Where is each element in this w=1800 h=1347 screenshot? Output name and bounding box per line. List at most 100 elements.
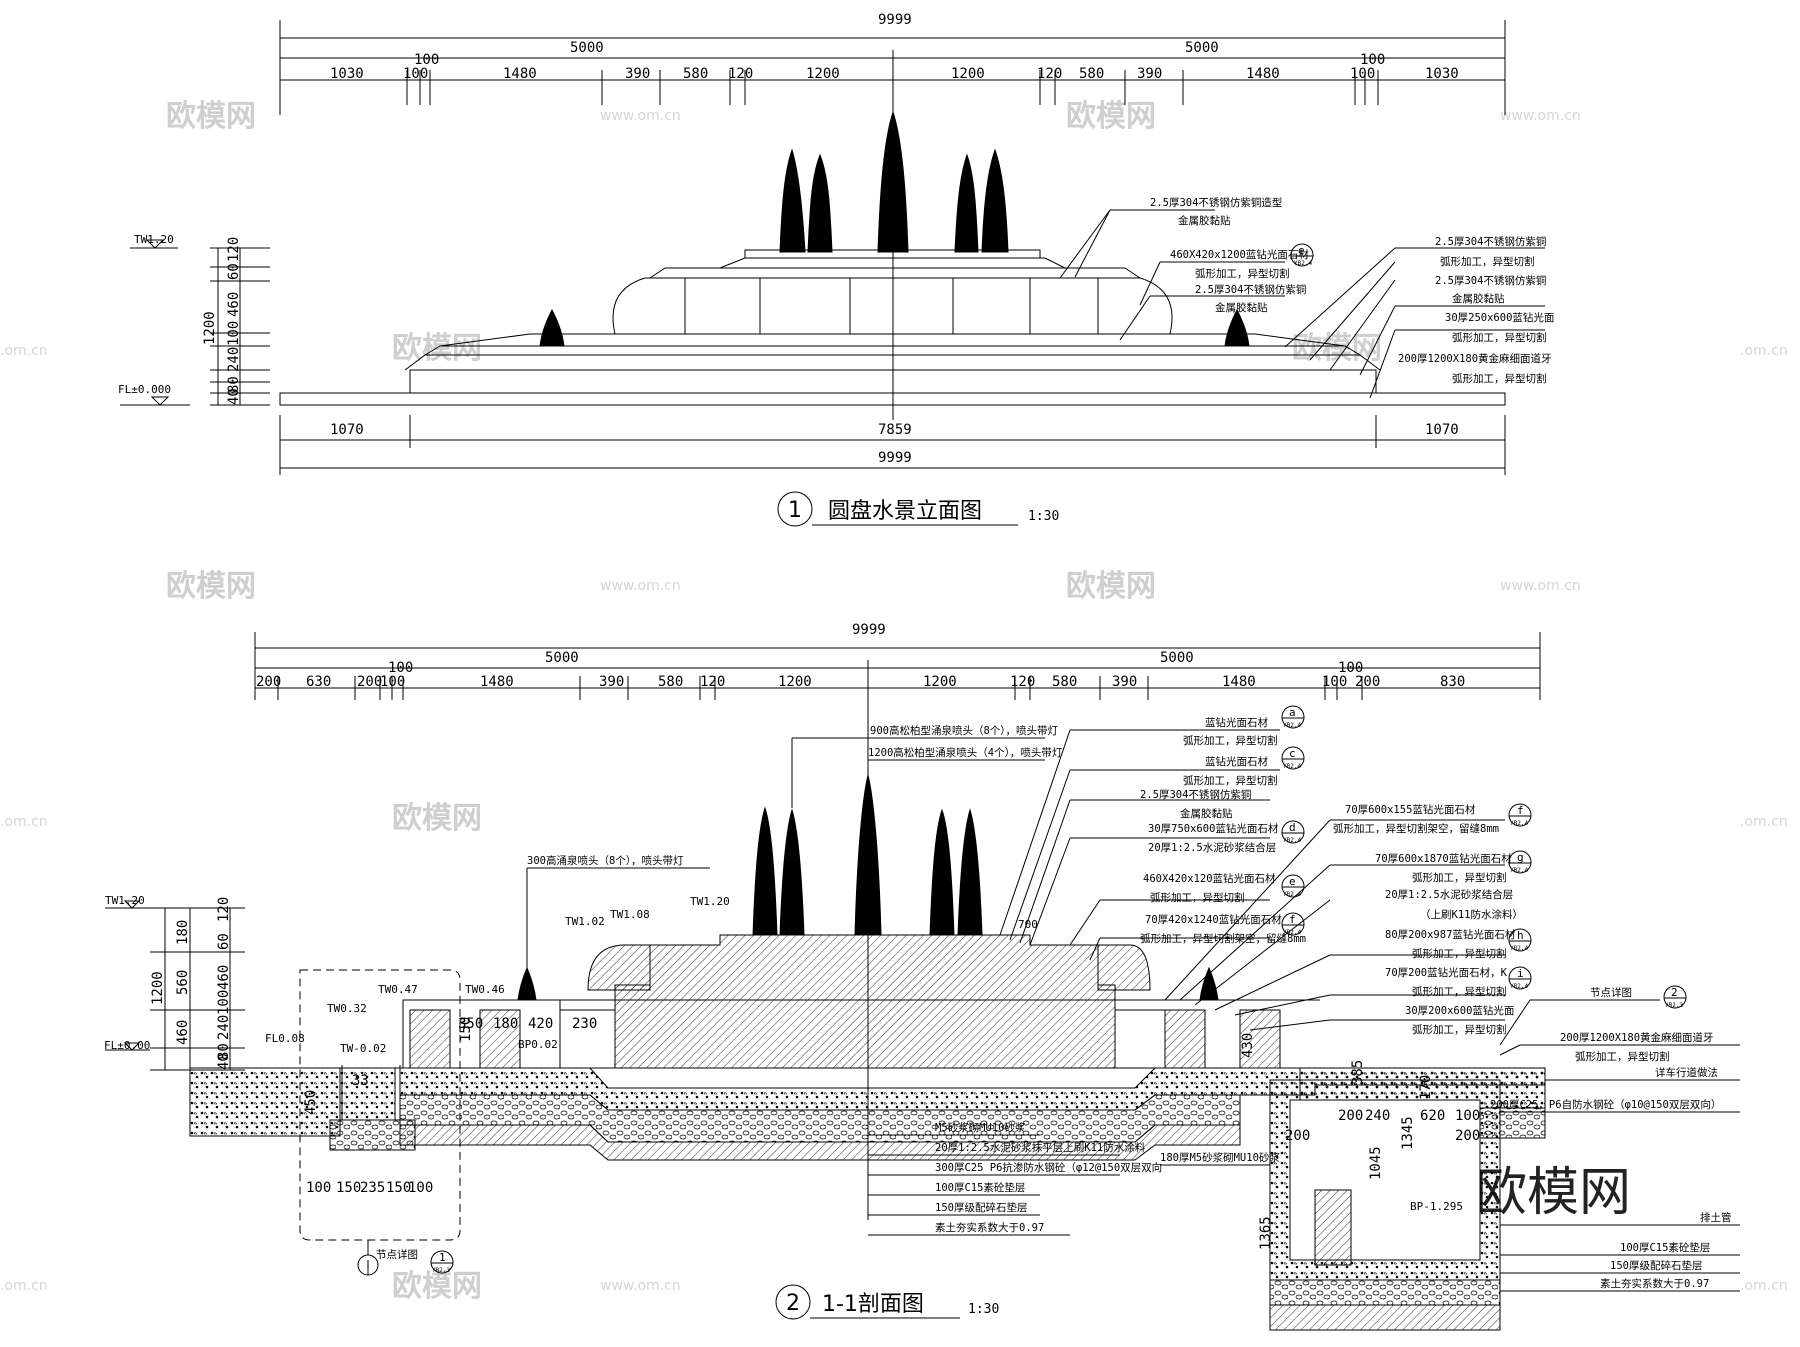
elevation-bottom-dimensions: 1070 7859 1070 9999 [279,415,1506,475]
sect-detail-dim: 33 [352,1073,369,1089]
sect-vert-seg: 180 [175,920,191,945]
sect-note-bottom: M5砂浆砌MU10砂浆 [935,1121,1026,1134]
reference-tag-letter: h [1517,929,1524,942]
reference-tag-ref: YB2.4 [1283,837,1301,844]
elevation-fountain [279,110,1506,406]
sect-detail-dim: 100 [408,1180,433,1196]
sect-inner-dim: 150 [458,1017,474,1042]
sect-dim-seg: 830 [1440,674,1465,690]
reference-tag: a YB2.4 [1281,705,1305,729]
elev-vert-seg: 40 [226,388,242,405]
watermark-brand: 欧模网 [392,331,482,366]
section-drawing: 9999 5000 5000 200 630 200 100 100 1480 … [104,622,1740,1331]
sect-note-far: 素土夯实系数大于0.97 [1600,1277,1709,1290]
sect-note-right: 30厚750x600蓝钻光面石材 [1148,822,1279,835]
section-notes-bottom: M5砂浆砌MU10砂浆 20厚1:2.5水泥砂浆抹平层上刷K11防水涂料 300… [868,1121,1280,1236]
sect-pit-dim: 385 [1350,1060,1366,1085]
elev-vert-seg: 100 [226,321,242,346]
elevation-notes: 2.5厚304不锈钢仿紫铜造型 金属胶黏贴 460X420x1200蓝钻光面石材… [1059,196,1554,399]
sect-vert-seg: 460 [175,1020,191,1045]
watermark-brand: 欧模网 [1066,99,1156,134]
elev-note-right: 弧形加工，异型切割 [1440,255,1535,268]
reference-tag-ref: YB2.4 [1283,929,1301,936]
section-notes-far: 节点详图 2 YB2.3 200厚1200X180黄金麻细面道牙 弧形加工，异型… [1258,985,1740,1292]
elevation-vertical-dimensions: 1200 120 60 460 100 240 80 40 TW1.20 FL±… [118,233,270,406]
sect-pit-dim: 1365 [1258,1216,1274,1250]
reference-tag: h YB2.4 [1508,928,1532,952]
sect-level: BP-1.295 [1410,1200,1463,1213]
sect-note-right2: 30厚200x600蓝钻光面 [1405,1004,1514,1017]
sect-vert-seg: 120 [216,897,232,922]
sect-pit-dim: 1345 [1400,1116,1416,1150]
sect-dim-seg: 200 [1355,674,1380,690]
watermark-url: www.om.cn [1500,108,1581,124]
elev-dim-seg: 1030 [1425,66,1459,82]
elev-title: 圆盘水景立面图 [828,499,982,524]
reference-tag-letter: a [1289,706,1296,719]
sect-detail-ref: YB2.3 [432,1267,450,1274]
sect-note-right2: （上刷K11防水涂料） [1420,908,1523,921]
reference-tag: g YB2.4 [1508,850,1532,874]
watermark-url: .om.cn [1740,343,1788,359]
sect-inner-dim: 700 [1018,918,1038,931]
reference-tag-letter: d [1289,821,1296,834]
reference-tag-ref: YB2.4 [1510,945,1528,952]
sect-inner-dim: 430 [1240,1033,1256,1058]
sect-level: TW1.20 [690,895,730,908]
sect-note-wall: 180厚M5砂浆砌MU10砂浆 [1160,1151,1280,1164]
elev-dim-seg: 120 [1037,66,1062,82]
elev-dim-seg: 100 [403,66,428,82]
fountain-jet-icon [539,110,1250,347]
elev-note: 金属胶黏贴 [1215,301,1268,314]
sect-level: FL0.08 [265,1032,305,1045]
watermark-url: www.om.cn [600,1278,681,1294]
elev-dim-seg: 580 [1079,66,1104,82]
sect-note-right2: 20厚1:2.5水泥砂浆结合层 [1385,888,1513,901]
sect-dim-seg: 100 [1322,674,1347,690]
elev-note-right: 30厚250x600蓝钻光面 [1445,311,1554,324]
sect-dim-seg: 390 [599,674,624,690]
watermark-url: www.om.cn [1500,578,1581,594]
sect-note-far: 200厚1200X180黄金麻细面道牙 [1560,1031,1714,1044]
sect-inner-dim: 230 [572,1016,597,1032]
sect-note-right: 弧形加工，异型切割 [1183,774,1278,787]
watermark-url: .om.cn [0,1278,48,1294]
elev-note-right: 弧形加工，异型切割 [1452,331,1547,344]
elev-level-top: TW1.20 [134,233,174,246]
watermark-url: .om.cn [1740,1278,1788,1294]
watermark-brand: 欧模网 [392,801,482,836]
reference-tag-ref: YB2.4 [1283,891,1301,898]
reference-tag-ref: YB2.4 [1510,867,1528,874]
elev-vert-seg: 120 [226,237,242,262]
sect-note-right: 蓝钻光面石材 [1205,716,1268,729]
sect-note-right: 460X420x120蓝钻光面石材 [1143,872,1276,885]
sect-note-right2: 80厚200x987蓝钻光面石材 [1385,928,1516,941]
watermark-brand: 欧模网 [392,1269,482,1304]
elev-vert-total: 1200 [202,311,218,345]
sect-vert-seg: 460 [216,965,232,990]
sect-dim-seg-small: 100 [388,660,413,676]
sect-dim-seg: 1480 [1222,674,1256,690]
sect-dim-seg: 390 [1112,674,1137,690]
watermark-url: .om.cn [0,814,48,830]
sect-level: TW1.20 [105,894,145,907]
sect-dim-seg: 200 [357,674,382,690]
elev-dim-seg: 1200 [806,66,840,82]
sect-pit-dim: 240 [1365,1108,1390,1124]
reference-tag: e YB2.4 [1281,874,1305,898]
elev-dim-seg: 100 [1350,66,1375,82]
elev-note-right: 2.5厚304不锈钢仿紫铜 [1435,235,1546,248]
sect-node2-number: 2 [1671,986,1678,999]
sect-note-right: 70厚420x1240蓝钻光面石材 [1145,913,1282,926]
elev-note: 弧形加工，异型切割 [1195,267,1290,280]
reference-tag-letter: c [1289,747,1296,760]
sect-note-far: 150厚级配碎石垫层 [1610,1259,1702,1272]
watermark-layer: 欧模网 www.om.cn 欧模网 www.om.cn .om.cn 欧模网 欧… [0,99,1788,1304]
sect-level: TW1.02 [565,915,605,928]
sect-dim-seg: 120 [1010,674,1035,690]
sect-level: TW0.47 [378,983,418,996]
sect-node2-ref: YB2.3 [1665,1002,1683,1009]
sect-title: 1-1剖面图 [822,1292,924,1317]
watermark-url: .om.cn [0,343,48,359]
